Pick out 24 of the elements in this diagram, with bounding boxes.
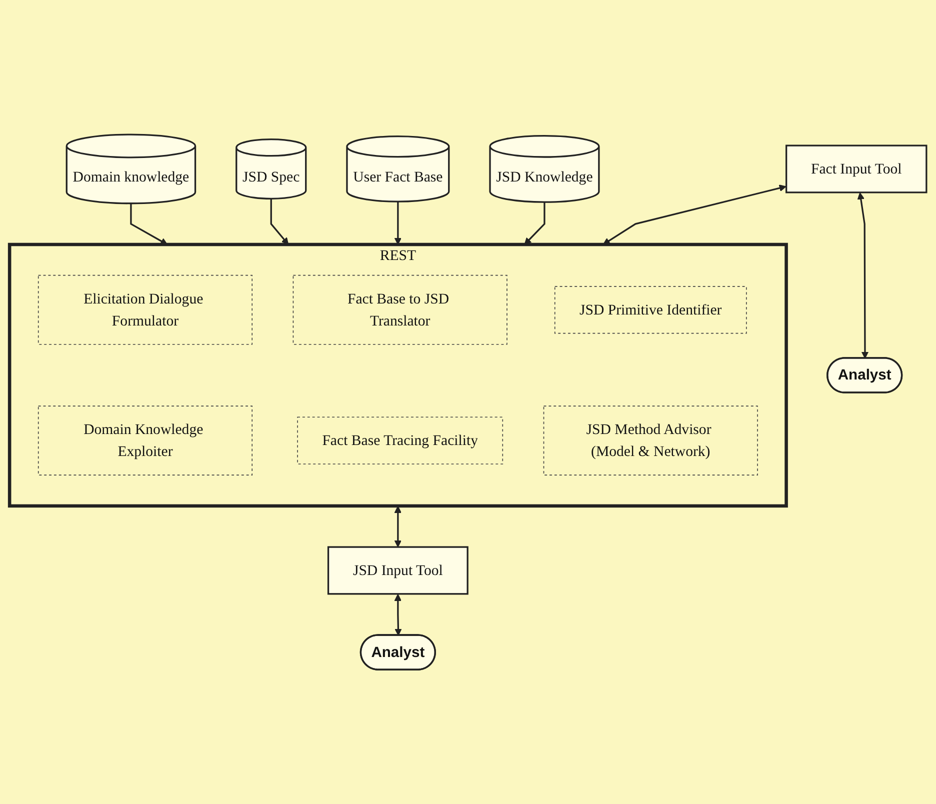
cluster [8, 242, 788, 508]
arrow [394, 594, 402, 636]
module-cell: JSD Method Advisor (Model & Network) [543, 406, 758, 476]
arrow [270, 198, 289, 245]
actor-terminal: Analyst [826, 357, 903, 394]
module-cell: Fact Base to JSD Translator [292, 274, 508, 345]
database-cylinder: JSD Spec [236, 138, 307, 200]
arrow [394, 202, 402, 245]
database-cylinder: JSD Knowledge [489, 134, 600, 203]
process-box: JSD Input Tool [327, 546, 468, 595]
module-cell: Fact Base Tracing Facility [297, 416, 504, 464]
arrow [130, 203, 168, 245]
arrow [394, 506, 402, 548]
database-cylinder: User Fact Base [346, 136, 450, 202]
actor-terminal: Analyst [360, 634, 436, 670]
arrow [857, 192, 869, 359]
arrow [602, 184, 786, 245]
block-diagram: Domain knowledge JSD Spec User Fact Base JSD Knowledge Fact Input Tool REST Elicitation Dialogue Formulator Fact Base to JSD Translator JSD Primitive Identifier Domain Knowledge Exploiter JSD Method Advisor (Model & Network) Fact Base Tracing Facility Analyst JSD Input Tool Analyst [3, 128, 933, 676]
module-cell: Elicitation Dialogue Formulator [38, 274, 253, 345]
arrow [524, 202, 546, 245]
database-cylinder: Domain knowledge [66, 134, 196, 204]
module-cell: Domain Knowledge Exploiter [38, 406, 253, 476]
process-box: Fact Input Tool [786, 144, 928, 194]
module-cell: JSD Primitive Identifier [554, 286, 747, 334]
